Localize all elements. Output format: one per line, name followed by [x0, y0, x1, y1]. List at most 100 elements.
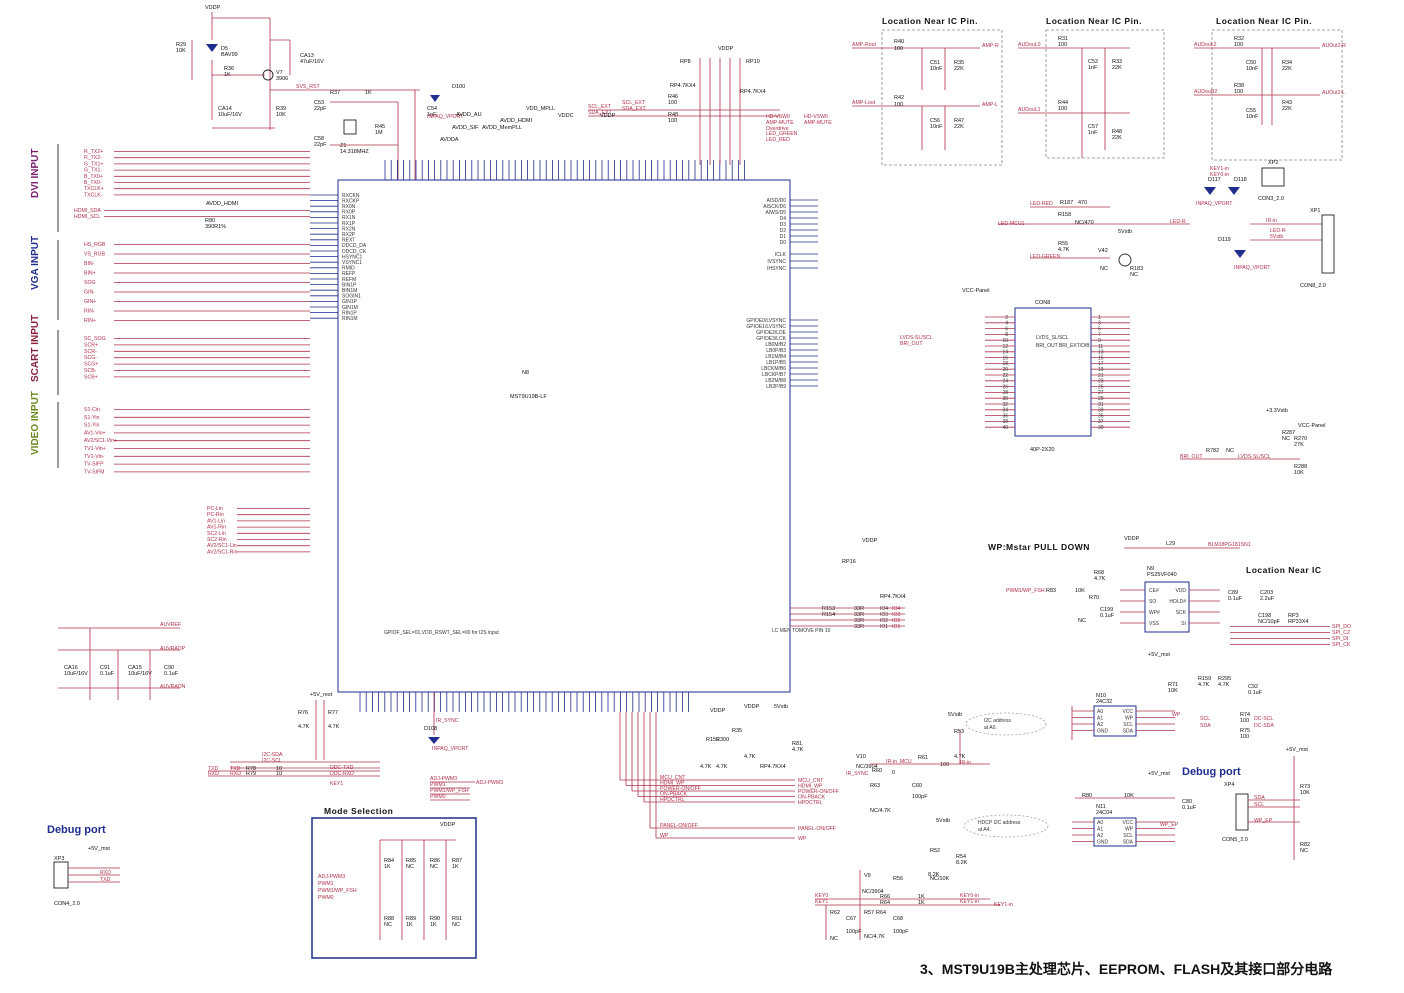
svg-text:R35: R35 [732, 728, 742, 734]
ic-right-pin-label: D1 [780, 234, 787, 240]
svg-text:NC: NC [1078, 618, 1086, 624]
con8-pin-num: 8 [1005, 332, 1008, 338]
gpio-net-5: PANEL-ON/OFF [660, 823, 698, 829]
con8-pin-num: 37 [1098, 419, 1104, 425]
eeprom-pin-label: A0 [1097, 709, 1103, 715]
svg-text:RP10: RP10 [746, 59, 760, 65]
con8-pin-num: 1 [1098, 315, 1101, 321]
svg-text:L29: L29 [1166, 541, 1175, 547]
svg-text:1K: 1K [452, 864, 459, 870]
con8-pin-num: 24 [1002, 379, 1008, 385]
svg-text:at A4.: at A4. [978, 827, 991, 833]
svg-text:R36: R36 [224, 66, 234, 72]
svg-text:NC: NC [1130, 272, 1138, 278]
wp-note: WP:Mstar PULL DOWN [988, 542, 1090, 552]
svg-text:4.7K: 4.7K [298, 724, 310, 730]
svg-text:R87: R87 [452, 858, 462, 864]
svg-text:4.7K: 4.7K [1094, 576, 1106, 582]
svg-text:LVDS_SL/SCL: LVDS_SL/SCL [1036, 335, 1069, 341]
dvi-hdmi-net-0: HDMI_SDA [74, 208, 101, 214]
flash-part: PS25VF040 [1147, 572, 1177, 578]
ic-left-pin-label: RX2P [342, 232, 356, 238]
svg-text:Z1: Z1 [340, 143, 346, 149]
ic-left-pin-label: BIN1P [342, 282, 357, 288]
svg-text:100: 100 [1234, 42, 1243, 48]
led-r-net: LED-R [1170, 219, 1186, 225]
svg-text:ADJ-PWM3: ADJ-PWM3 [476, 780, 503, 786]
con8-pin-num: 6 [1005, 326, 1008, 332]
ic-lvds-pin-label: LB2M/B8 [765, 378, 786, 384]
svg-text:C67: C67 [846, 916, 856, 922]
ic-left-pin-label: BIN1M [342, 288, 357, 294]
con3-label: CON3_2.0 [1258, 196, 1284, 202]
ic-left-pin-label: REFP [342, 271, 356, 277]
svg-text:R159: R159 [1198, 676, 1211, 682]
video-net-7: TV-SIFP [84, 462, 104, 468]
svg-text:R68: R68 [1094, 570, 1104, 576]
svg-text:R52: R52 [930, 848, 940, 854]
dvi-net-0: R_TX2+ [84, 149, 103, 155]
svg-text:AVDDA: AVDDA [440, 137, 459, 143]
eeprom-pin-label: A1 [1097, 716, 1103, 722]
vga-net-8: RIN+ [84, 318, 96, 324]
con8-pin-num: 14 [1002, 350, 1008, 356]
amp-rout-net: AMP-Rout [852, 42, 876, 48]
con8-pin-num: 31 [1098, 402, 1104, 408]
svg-text:R78: R78 [246, 766, 256, 772]
con8-pin-num: 38 [1002, 419, 1008, 425]
main-ic-part: MST9U19B-LF [510, 394, 547, 400]
svg-text:C56: C56 [930, 118, 940, 124]
ic-right-pin-label: D2 [780, 228, 787, 234]
svg-text:10: 10 [276, 771, 282, 777]
ic-left-pin-label: REXT [342, 238, 355, 244]
debug-port-left-title: Debug port [47, 824, 106, 836]
eeprom-a0-ref: N10 [1096, 693, 1106, 699]
svg-text:V7: V7 [276, 70, 283, 76]
con8-pin-num: 18 [1002, 361, 1008, 367]
svg-text:D5: D5 [221, 46, 228, 52]
svg-text:4.7K: 4.7K [744, 754, 756, 760]
svg-text:10uF/16V: 10uF/16V [128, 671, 152, 677]
eeprom-pin-label: WP [1125, 716, 1134, 722]
svg-text:RP33X4: RP33X4 [1288, 619, 1309, 625]
svg-text:LED-R: LED-R [1270, 228, 1286, 234]
dvi-net-4: B_TX0+ [84, 174, 103, 180]
location-boxes: Location Near IC Pin. Location Near IC P… [852, 16, 1346, 166]
svg-text:PWM1/WP_FSH: PWM1/WP_FSH [1006, 588, 1045, 594]
svg-text:4.7K: 4.7K [792, 747, 804, 753]
location-header-1: Location Near IC Pin. [882, 16, 978, 26]
ic-left-pin-label: VSYNC1 [342, 260, 362, 266]
svg-text:22K: 22K [954, 66, 964, 72]
svg-text:VCC-Panel: VCC-Panel [962, 288, 990, 294]
svg-text:VDDP: VDDP [440, 822, 456, 828]
eeprom-pin-label: A0 [1097, 820, 1103, 826]
scart-net-3: SCG- [84, 355, 97, 361]
svg-text:HD-VSW0: HD-VSW0 [766, 114, 790, 120]
svg-text:22K: 22K [954, 124, 964, 130]
svg-text:R38: R38 [1234, 83, 1244, 89]
vga-net-6: GIN+ [84, 299, 96, 305]
svg-text:R89: R89 [406, 916, 416, 922]
gpio-out-1: HDMI_WP [798, 784, 823, 790]
svg-text:V9: V9 [864, 873, 871, 879]
svg-text:22K: 22K [1112, 65, 1122, 71]
svg-text:IR-in: IR-in [960, 760, 971, 766]
eeprom-pin-label: SDA [1123, 840, 1134, 846]
svg-text:R35: R35 [954, 60, 964, 66]
ic-lvds-pin-label: LBCKM/B6 [761, 366, 786, 372]
svg-text:I2C address: I2C address [984, 718, 1011, 724]
svg-text:R156: R156 [706, 737, 719, 743]
xp1-label: XP1 [1310, 208, 1320, 214]
svg-text:DC-SCL: DC-SCL [1254, 716, 1273, 722]
svg-text:100: 100 [1058, 42, 1067, 48]
svg-text:R183: R183 [1130, 266, 1143, 272]
audio-net-5: SC2-Rin [207, 537, 227, 543]
flash-pin-label: SO [1149, 599, 1156, 605]
svg-text:IO2: IO2 [892, 618, 900, 624]
con8-pin-num: 13 [1098, 350, 1104, 356]
svg-text:TXD: TXD [230, 766, 241, 772]
svg-text:C54: C54 [427, 106, 437, 112]
svg-text:R288: R288 [1294, 464, 1307, 470]
